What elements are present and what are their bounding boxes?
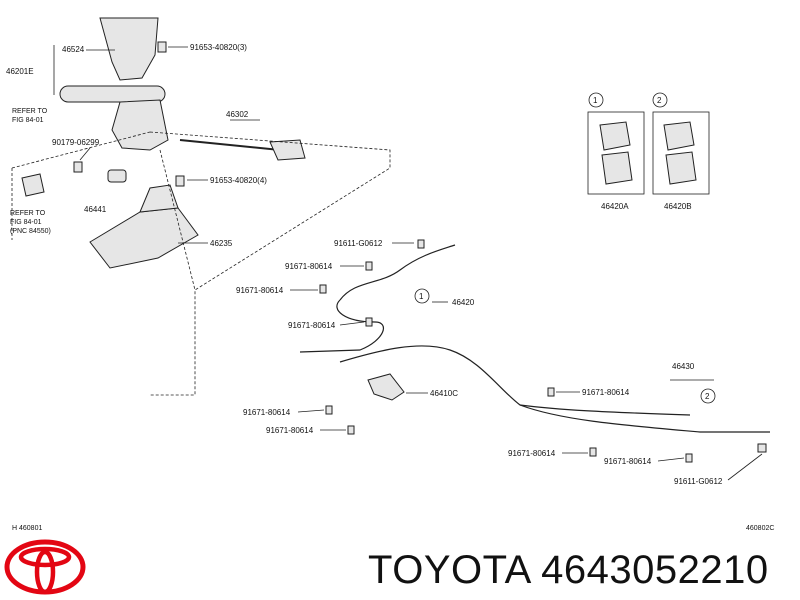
label-91671-a: 91671-80614	[285, 262, 333, 271]
label-91671-d: 91671-80614	[243, 408, 291, 417]
bracket-part	[21, 173, 45, 197]
cable-assembly	[299, 244, 770, 433]
label-91671-c: 91671-80614	[288, 321, 336, 330]
label-91671-g: 91671-80614	[508, 449, 556, 458]
label-refer-1a: REFER TO	[12, 108, 48, 115]
footer-left-code: H 460801	[12, 525, 42, 532]
assembly-dashed-link	[159, 149, 196, 291]
label-46430: 46430	[672, 362, 695, 371]
switch-46441	[107, 169, 127, 183]
bracket-46410C	[367, 373, 405, 401]
label-46235: 46235	[210, 239, 233, 248]
bolt-markers	[319, 239, 767, 463]
adjuster-rod	[179, 139, 306, 161]
brand-part-number: TOYOTA 4643052210	[368, 548, 769, 592]
label-91671-b: 91671-80614	[236, 286, 284, 295]
leader-lines	[53, 45, 763, 481]
label-91653-top: 91653-40820(3)	[190, 43, 247, 52]
label-refer-2c: (PNC 84550)	[10, 228, 51, 235]
label-91653-lower: 91653-40820(4)	[210, 176, 267, 185]
label-91611-bottom: 91611-G0612	[674, 477, 723, 486]
bolt-91653-lower	[175, 175, 185, 187]
label-46420B: 46420B	[664, 202, 692, 211]
footer-right-code: 460802C	[746, 525, 774, 532]
label-refer-1b: FIG 84-01	[12, 117, 44, 124]
label-91671-f: 91671-80614	[582, 388, 630, 397]
callout-2-cable: 2	[705, 392, 710, 401]
nut-90179	[73, 161, 83, 173]
lever-base-bracket	[89, 184, 199, 269]
parking-brake-lever	[59, 17, 169, 151]
label-91671-h: 91671-80614	[604, 457, 652, 466]
inset-46420A	[587, 111, 645, 195]
assembly-dashed-outline	[11, 131, 391, 396]
label-refer-2a: REFER TO	[10, 210, 46, 217]
callout-1-inset: 1	[593, 96, 598, 105]
label-91671-e: 91671-80614	[266, 426, 314, 435]
label-46524: 46524	[62, 45, 85, 54]
inset-46420B	[652, 111, 710, 195]
label-46420A: 46420A	[601, 202, 629, 211]
label-90179: 90179-06299	[52, 138, 100, 147]
callout-1-cable: 1	[419, 292, 424, 301]
label-46410C: 46410C	[430, 389, 458, 398]
label-91611-top: 91611-G0612	[334, 239, 383, 248]
toyota-logo	[4, 539, 86, 595]
label-46441: 46441	[84, 205, 107, 214]
label-46201E: 46201E	[6, 67, 34, 76]
bolt-91653-top	[157, 41, 167, 53]
label-46420: 46420	[452, 298, 475, 307]
label-refer-2b: FIG 84-01	[10, 219, 42, 226]
label-46302: 46302	[226, 110, 249, 119]
callout-2-inset: 2	[657, 96, 662, 105]
circle-callouts: 1 2 1 2	[414, 92, 716, 404]
